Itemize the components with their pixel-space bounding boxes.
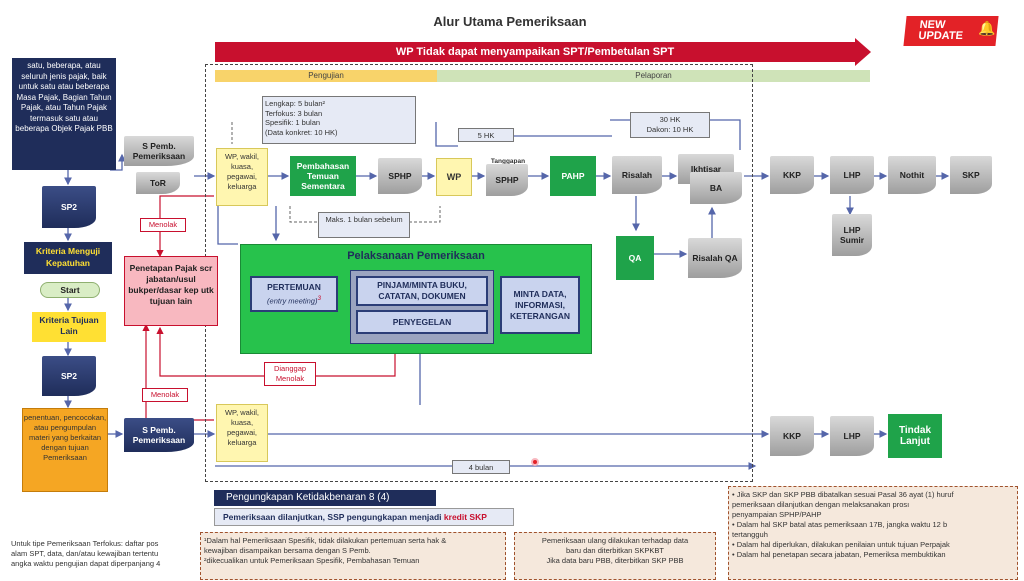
- note-terfokus: Untuk tipe Pemeriksaan Terfokus: daftar …: [8, 536, 194, 580]
- s-pemb-top: S Pemb. Pemeriksaan: [124, 136, 194, 166]
- penyegelan-box: PENYEGELAN: [356, 310, 488, 334]
- note-line: ²dikecualikan untuk Pemeriksaan Spesifik…: [204, 556, 420, 565]
- pengungkapan-text: Pemeriksaan dilanjutkan, SSP pengungkapa…: [214, 508, 514, 526]
- entry-meeting-text: (entry meeting): [267, 296, 318, 306]
- note-line: Untuk tipe Pemeriksaan Terfokus: daftar …: [11, 539, 159, 548]
- kkp2-doc: KKP: [770, 416, 814, 456]
- sp2-top-doc: SP2: [42, 186, 96, 228]
- lhp-doc: LHP: [830, 156, 874, 194]
- duration-line: Lengkap: 5 bulan²: [265, 99, 326, 108]
- hk5-note: 5 HK: [458, 128, 514, 142]
- bell-icon: 🔔: [978, 20, 996, 36]
- menolak-label-top: Menolak: [140, 218, 186, 232]
- hk30-note: 30 HK Dakon: 10 HK: [630, 112, 710, 138]
- note-line: baru dan diterbitkan SKPKBT: [566, 546, 664, 555]
- phase-pengujian: Pengujian: [215, 70, 437, 82]
- ba-doc: BA: [690, 172, 742, 204]
- note-spesifik: ¹Dalam hal Pemeriksaan Spesifik, tidak d…: [200, 532, 506, 580]
- menolak-label-bottom: Menolak: [142, 388, 188, 402]
- sp2-bottom-doc: SP2: [42, 356, 96, 396]
- pembahasan-box: Pembahasan Temuan Sementara: [290, 156, 356, 196]
- pengungkapan-title: Pengungkapan Ketidakbenaran 8 (4): [214, 490, 436, 506]
- duration-line: Spesifik: 1 bulan: [265, 118, 321, 127]
- kriteria-tujuan-lain: Kriteria Tujuan Lain: [32, 312, 106, 342]
- tor-doc: ToR: [136, 172, 180, 194]
- kredit-skp-highlight: kredit SKP: [443, 512, 487, 522]
- entry-meeting-sup: 3: [317, 294, 321, 302]
- kkp-doc: KKP: [770, 156, 814, 194]
- qa-box: QA: [616, 236, 654, 280]
- pelaksanaan-title: Pelaksanaan Pemeriksaan: [347, 250, 485, 262]
- wp-banner: WP Tidak dapat menyampaikan SPT/Pembetul…: [215, 42, 855, 62]
- note-line: angka waktu pengujian dapat diperpanjang…: [11, 559, 161, 568]
- note-line: • Dalam hal penetapan secara jabatan, Pe…: [732, 550, 946, 559]
- hk30-line: 30 HK: [659, 115, 681, 124]
- wp-list-top: WP, wakil, kuasa, pegawai, keluarga: [216, 148, 268, 206]
- pahp-box: PAHP: [550, 156, 596, 196]
- cursor-dot: [531, 458, 539, 466]
- duration-line: Terfokus: 3 bulan: [265, 108, 323, 118]
- note-line: • Dalam hal SKP batal atas pemeriksaan 1…: [732, 520, 948, 529]
- penetapan-box: Penetapan Pajak scr jabatan/usul bukper/…: [124, 256, 218, 326]
- lhp2-doc: LHP: [830, 416, 874, 456]
- s-pemb-bottom: S Pemb. Pemeriksaan: [124, 418, 194, 452]
- banner-arrow-icon: [855, 38, 871, 66]
- dianggap-menolak-label: Dianggap Menolak: [264, 362, 316, 386]
- tindak-lanjut-box: Tindak Lanjut: [888, 414, 942, 458]
- note-line: Jika data baru PBB, diterbitkan SKP PBB: [546, 556, 684, 565]
- lhp-sumir-doc: LHP Sumir: [832, 214, 872, 256]
- kriteria-menguji: Kriteria Menguji Kepatuhan: [24, 242, 112, 274]
- dakon-line: Dakon: 10 HK: [646, 124, 694, 134]
- note-line: • Jika SKP dan SKP PBB dibatalkan sesuai…: [732, 490, 954, 499]
- maks-note: Maks. 1 bulan sebelum: [318, 212, 410, 238]
- duration-note: Lengkap: 5 bulan² Terfokus: 3 bulan Spes…: [262, 96, 416, 144]
- page-title: Alur Utama Pemeriksaan: [433, 14, 587, 29]
- entry-meeting-label: (entry meeting)3: [267, 293, 321, 307]
- minta-data-box: MINTA DATA, INFORMASI, KETERANGAN: [500, 276, 580, 334]
- note-skp-batal: • Jika SKP dan SKP PBB dibatalkan sesuai…: [728, 486, 1018, 580]
- skp-doc: SKP: [950, 156, 992, 194]
- start-node: Start: [40, 282, 100, 298]
- note-line: • Dalam hal diperlukan, dilakukan penila…: [732, 540, 950, 549]
- note-line: pemeriksaan dilanjutkan dengan melaksana…: [732, 500, 910, 509]
- phase-pelaporan: Pelaporan: [437, 70, 870, 82]
- pertemuan-box: PERTEMUAN (entry meeting)3: [250, 276, 338, 312]
- tanggapan-label: Tanggapan: [490, 158, 526, 165]
- empat-bulan-note: 4 bulan: [452, 460, 510, 474]
- note-line: ¹Dalam hal Pemeriksaan Spesifik, tidak d…: [204, 536, 447, 545]
- sphp-doc: SPHP: [378, 158, 422, 194]
- note-line: alam SPT, data, dan/atau kewajiban terte…: [11, 549, 159, 558]
- wp-list-bottom: WP, wakil, kuasa, pegawai, keluarga: [216, 404, 268, 462]
- note-line: penyampaian SPHP/PAHP: [732, 510, 822, 519]
- pengungkapan-prefix: Pemeriksaan dilanjutkan, SSP pengungkapa…: [223, 512, 444, 522]
- note-line: kewajiban disampaikan bersama dengan S P…: [204, 546, 371, 555]
- purpose-text-box: penentuan, pencocokan, atau pengumpulan …: [22, 408, 108, 492]
- wp-box: WP: [436, 158, 472, 196]
- pertemuan-label: PERTEMUAN: [267, 281, 321, 292]
- note-line: tertangguh: [732, 530, 768, 539]
- pinjam-box: PINJAM/MINTA BUKU, CATATAN, DOKUMEN: [356, 276, 488, 306]
- duration-line: (Data konkret: 10 HK): [265, 127, 338, 137]
- risalah-qa-doc: Risalah QA: [688, 238, 742, 278]
- note-pemeriksaan-ulang: Pemeriksaan ulang dilakukan terhadap dat…: [514, 532, 716, 580]
- sphp2-doc: SPHP: [486, 164, 528, 196]
- risalah-doc: Risalah: [612, 156, 662, 194]
- nothit-doc: Nothit: [888, 156, 936, 194]
- note-line: Pemeriksaan ulang dilakukan terhadap dat…: [541, 536, 689, 545]
- scope-text-box: satu, beberapa, atau seluruh jenis pajak…: [12, 58, 116, 170]
